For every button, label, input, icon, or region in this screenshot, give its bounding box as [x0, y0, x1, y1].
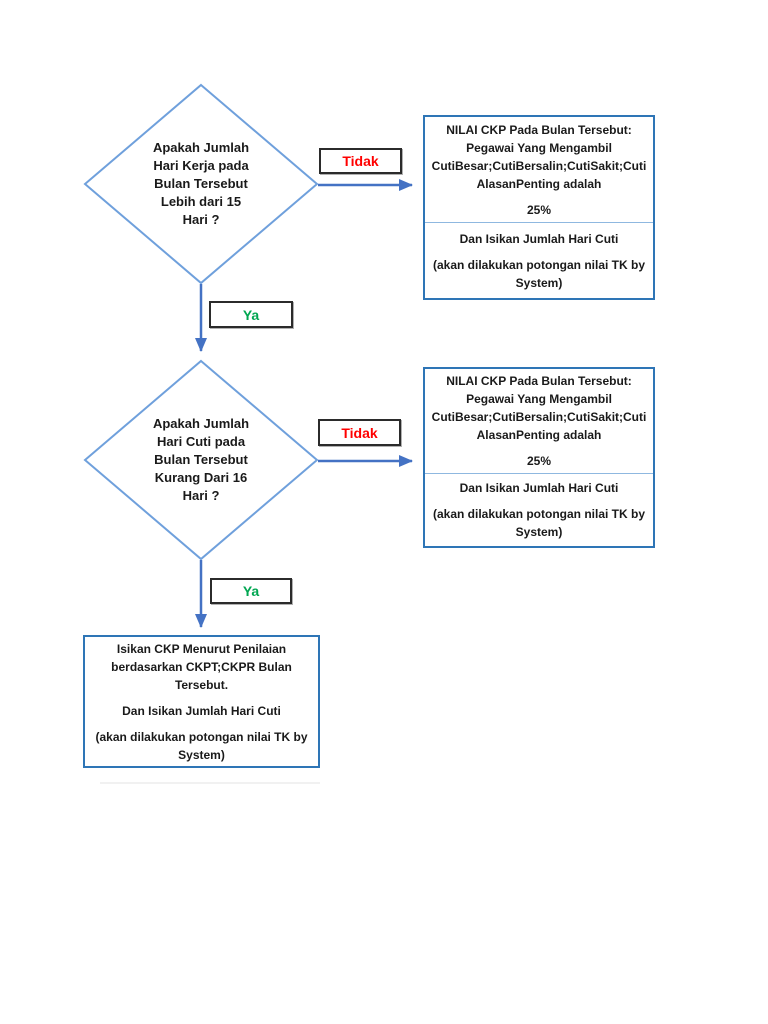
text-line: (akan dilakukan potongan nilai TK by: [432, 507, 646, 521]
text-line: Bulan Tersebut: [154, 452, 248, 467]
text-line: Hari Cuti pada: [156, 434, 246, 449]
text-line: CutiBesar;CutiBersalin;CutiSakit;Cuti: [431, 158, 647, 173]
text-line: Tersebut.: [174, 677, 229, 692]
text-line: Apakah Jumlah: [152, 140, 250, 155]
no-label-1: Tidak: [319, 148, 402, 174]
no-label-2: Tidak: [318, 419, 401, 446]
text-line: (akan dilakukan potongan nilai TK by: [432, 257, 646, 272]
text-line: System): [515, 525, 563, 539]
text-line: AlasanPenting adalah: [476, 428, 602, 442]
text-line: NILAI CKP Pada Bulan Tersebut:: [446, 374, 632, 388]
yes-label-2: Ya: [210, 578, 292, 604]
text-line: Dan Isikan Jumlah Hari Cuti: [459, 481, 619, 495]
text-line: System): [515, 275, 563, 290]
text-line: Hari ?: [182, 488, 220, 503]
result-box-1: NILAI CKP Pada Bulan Tersebut: Pegawai Ya…: [423, 115, 655, 300]
text-line: AlasanPenting adalah: [476, 176, 602, 191]
result-box-2: NILAI CKP Pada Bulan Tersebut: Pegawai Ya…: [423, 367, 655, 548]
scan-artifact-line: [100, 782, 320, 784]
text-line: CutiBesar;CutiBersalin;CutiSakit;Cuti: [431, 410, 647, 424]
text-line: Dan Isikan Jumlah Hari Cuti: [459, 231, 619, 246]
text-line: Pegawai Yang Mengambil: [466, 392, 612, 406]
text-line: Dan Isikan Jumlah Hari Cuti: [122, 703, 281, 718]
text-line: System): [178, 747, 225, 762]
text-line: Hari ?: [182, 212, 220, 227]
result-box-1-top-section: NILAI CKP Pada Bulan Tersebut: Pegawai Ya…: [425, 117, 653, 223]
text-line: Apakah Jumlah: [152, 416, 250, 431]
text-line: Isikan CKP Menurut Penilaian: [116, 641, 287, 656]
yes-label-1: Ya: [209, 301, 293, 328]
text-line: Pegawai Yang Mengambil: [466, 140, 612, 155]
result-box-2-top-section: NILAI CKP Pada Bulan Tersebut: Pegawai Ya…: [425, 369, 653, 474]
final-process-box: Isikan CKP Menurut Penilaian berdasarkan …: [83, 635, 320, 768]
text-line: berdasarkan CKPT;CKPR Bulan: [111, 659, 292, 674]
text-line: 25%: [526, 454, 552, 468]
text-line: Lebih dari 15: [160, 194, 242, 209]
result-box-1-bottom-section: Dan Isikan Jumlah Hari Cuti (akan dilakuk…: [425, 223, 653, 298]
text-line: (akan dilakukan potongan nilai TK by: [95, 729, 308, 744]
result-box-2-bottom-section: Dan Isikan Jumlah Hari Cuti (akan dilakuk…: [425, 474, 653, 546]
text-line: Hari Kerja pada: [153, 158, 249, 173]
text-line: 25%: [526, 202, 552, 217]
text-line: Kurang Dari 16: [154, 470, 248, 485]
text-line: NILAI CKP Pada Bulan Tersebut:: [446, 122, 632, 137]
text-line: Bulan Tersebut: [154, 176, 248, 191]
